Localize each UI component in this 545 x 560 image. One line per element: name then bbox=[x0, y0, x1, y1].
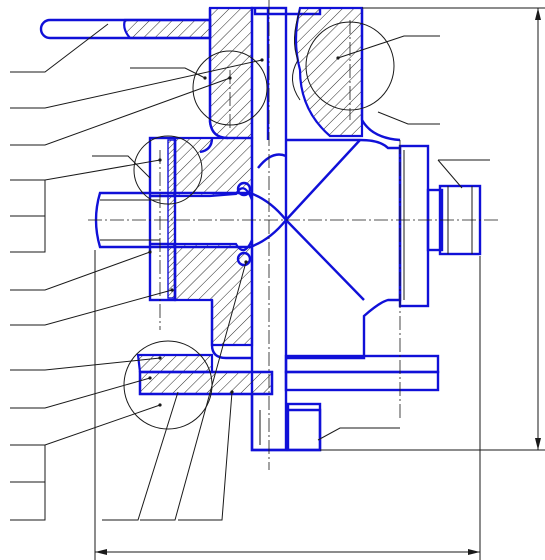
left-shaft bbox=[94, 191, 288, 249]
leader-dots bbox=[148, 56, 340, 407]
handle bbox=[39, 18, 212, 40]
upper-body-right bbox=[292, 6, 401, 142]
cross-lines bbox=[257, 139, 365, 301]
dimension-lines bbox=[94, 7, 545, 560]
o-rings bbox=[236, 181, 252, 267]
left-gland bbox=[148, 136, 177, 302]
upper-body-left bbox=[208, 6, 254, 140]
leaders-bottom bbox=[102, 261, 247, 521]
leaders-right bbox=[92, 35, 490, 441]
centerlines bbox=[88, 0, 500, 470]
leaders-left bbox=[10, 23, 263, 521]
main-body bbox=[173, 136, 254, 360]
bottom-nut bbox=[286, 402, 322, 452]
